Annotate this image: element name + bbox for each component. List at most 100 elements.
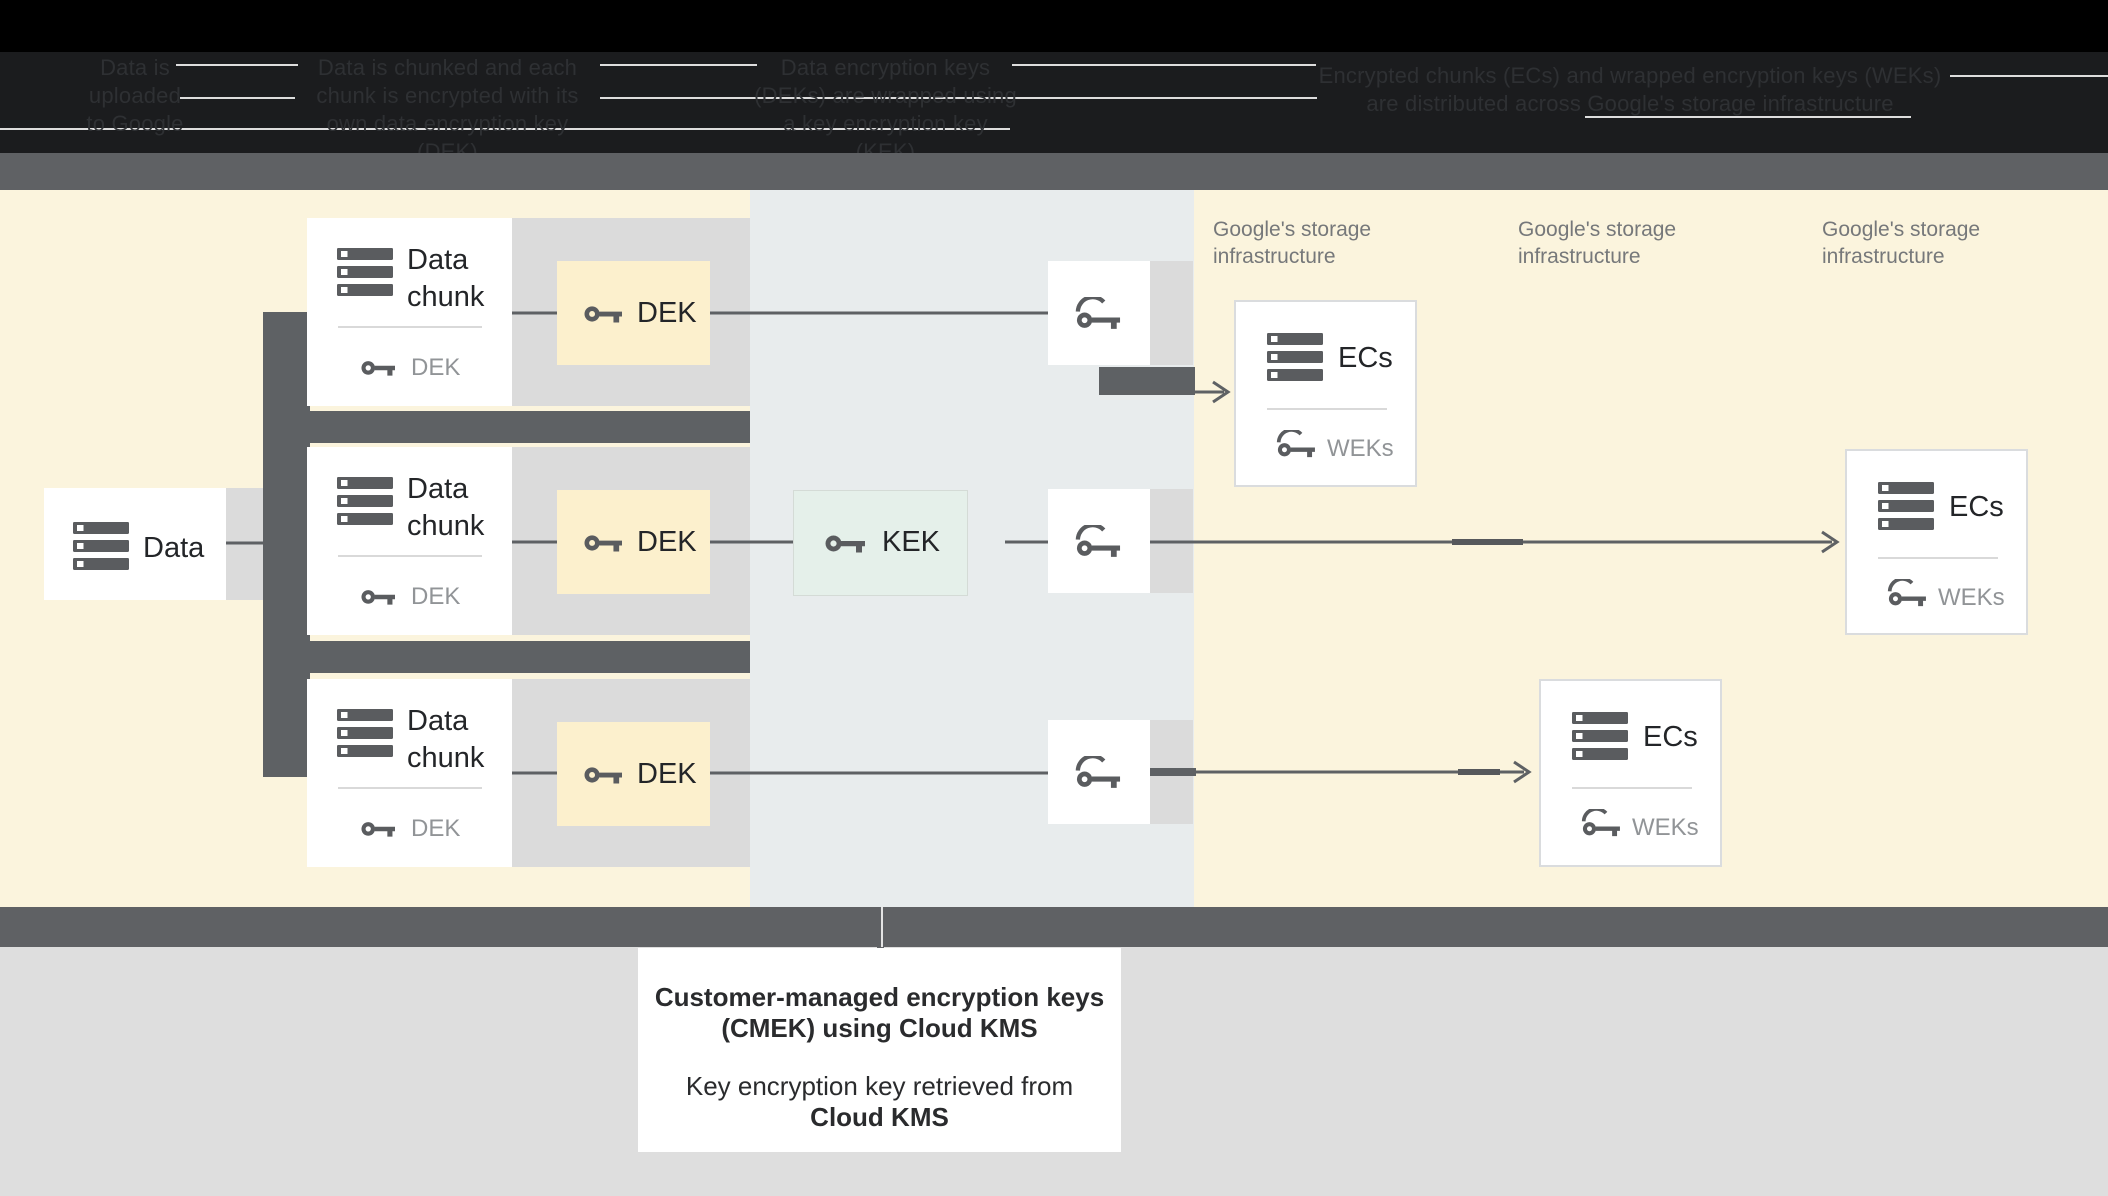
dek-chip-2: DEK [557,490,710,594]
wrapped-key-icon [1075,756,1121,789]
keybox-strip-2 [1150,489,1193,593]
data-chunk-icon [337,477,393,525]
step1-line1: Data is [100,55,170,80]
step3-line1: Data encryption keys [780,55,991,80]
step4-line1: Encrypted chunks (ECs) and wrapped encry… [1318,63,1942,88]
step-description-4: Encrypted chunks (ECs) and wrapped encry… [1305,62,1955,118]
wrapped-key-icon [1075,297,1121,330]
dek-chip-label: DEK [637,758,697,790]
banner-hairline [1950,75,2108,77]
ecs-icon [1878,482,1934,530]
cmek-note-title: Customer-managed encryption keys (CMEK) … [638,982,1121,1044]
step1-line2: uploaded [88,83,182,108]
cmek-note-body: Key encryption key retrieved from Cloud … [638,1071,1121,1133]
data-box: Data [44,488,226,600]
cmek-body-line2: Cloud KMS [810,1102,949,1132]
box-divider [338,555,482,557]
ecs-title: ECs [1338,342,1393,374]
banner-hairline [600,97,1317,99]
dek-sub-label: DEK [411,583,461,610]
dek-key-icon [361,587,395,606]
ecs-title: ECs [1949,491,2004,523]
ecs-box-3: ECs WEKs [1539,679,1722,867]
cmek-note-box: Customer-managed encryption keys (CMEK) … [638,948,1121,1152]
cmek-body-line1: Key encryption key retrieved from [685,1071,1074,1101]
data-box-label: Data [143,532,205,564]
storage-label-line1: Google's storage [1822,218,1981,241]
weks-key-icon [1276,430,1316,458]
storage-label-line2: infrastructure [1213,245,1336,268]
step3-line2: (DEKs) are wrapped using [754,83,1017,108]
storage-label-line1: Google's storage [1213,218,1372,241]
fanout-band-1 [310,411,750,443]
wrapped-key-bar-3 [1150,768,1196,776]
dek-chip-label: DEK [637,526,697,558]
kek-key-icon [825,532,865,554]
cmek-title-line1: Customer-managed encryption keys [654,982,1105,1012]
banner-hairline [176,64,298,66]
divider-band-top [0,153,2108,190]
box-divider [1267,408,1387,410]
data-chunk-box-3: Data chunk DEK [307,679,512,867]
box-divider [1572,787,1692,789]
step1-line3: to Google [86,111,184,136]
data-chunk-title: Data chunk [407,705,485,774]
kek-label: KEK [882,526,941,558]
banner-hairline [600,64,757,66]
step2-line1: Data is chunked and each [317,55,578,80]
key-icon [584,532,622,553]
box-divider [338,787,482,789]
weks-key-icon [1887,579,1927,607]
storage-label-line1: Google's storage [1518,218,1677,241]
fanout-vertical-bar [263,312,310,777]
banner-hairline [0,128,1010,130]
wrapped-key-box-3 [1048,720,1150,824]
connector-strip-data [226,488,263,600]
data-chunk-box-2: Data chunk DEK [307,447,512,635]
data-chunk-title: Data chunk [407,244,485,313]
weks-label: WEKs [1938,584,2005,611]
banner-hairline [180,97,295,99]
data-icon [73,522,129,570]
fanout-band-2 [310,641,750,673]
box-divider [1878,557,1998,559]
storage-label-3: Google's storage infrastructure [1822,216,1980,270]
weks-label: WEKs [1632,814,1699,841]
dek-chip-label: DEK [637,297,697,329]
step-description-3: Data encryption keys (DEKs) are wrapped … [753,54,1018,166]
weks-label: WEKs [1327,435,1394,462]
wrapped-key-bar-1 [1099,367,1195,395]
dek-chip-1: DEK [557,261,710,365]
key-icon [584,764,622,785]
banner-hairline [1012,64,1316,66]
ecs-icon [1267,333,1323,381]
data-chunk-box-1: Data chunk DEK [307,218,512,406]
divider-band-bottom [0,907,2108,947]
storage-label-line2: infrastructure [1822,245,1945,268]
dek-chip-3: DEK [557,722,710,826]
kek-box: KEK [793,490,968,596]
top-banner-inner [0,52,2108,153]
keybox-strip-1 [1150,261,1193,365]
step2-line2: chunk is encrypted with its [316,83,579,108]
ecs-box-2: ECs WEKs [1845,449,2028,635]
dek-key-icon [361,358,395,377]
key-icon [584,303,622,324]
dek-sub-label: DEK [411,815,461,842]
dek-sub-label: DEK [411,354,461,381]
data-chunk-title: Data chunk [407,473,485,542]
ecs-title: ECs [1643,721,1698,753]
wrapped-key-icon [1075,525,1121,558]
cmek-title-line2: (CMEK) using Cloud KMS [721,1013,1038,1043]
data-chunk-icon [337,709,393,757]
step-description-2: Data is chunked and each chunk is encryp… [295,54,600,166]
banner-hairline [1585,116,1911,118]
storage-label-1: Google's storage infrastructure [1213,216,1371,270]
wrapped-key-box-2 [1048,489,1150,593]
storage-label-2: Google's storage infrastructure [1518,216,1676,270]
data-chunk-icon [337,248,393,296]
weks-key-icon [1581,809,1621,837]
ecs-box-1: ECs WEKs [1234,300,1417,487]
wrapped-key-box-1 [1048,261,1150,365]
